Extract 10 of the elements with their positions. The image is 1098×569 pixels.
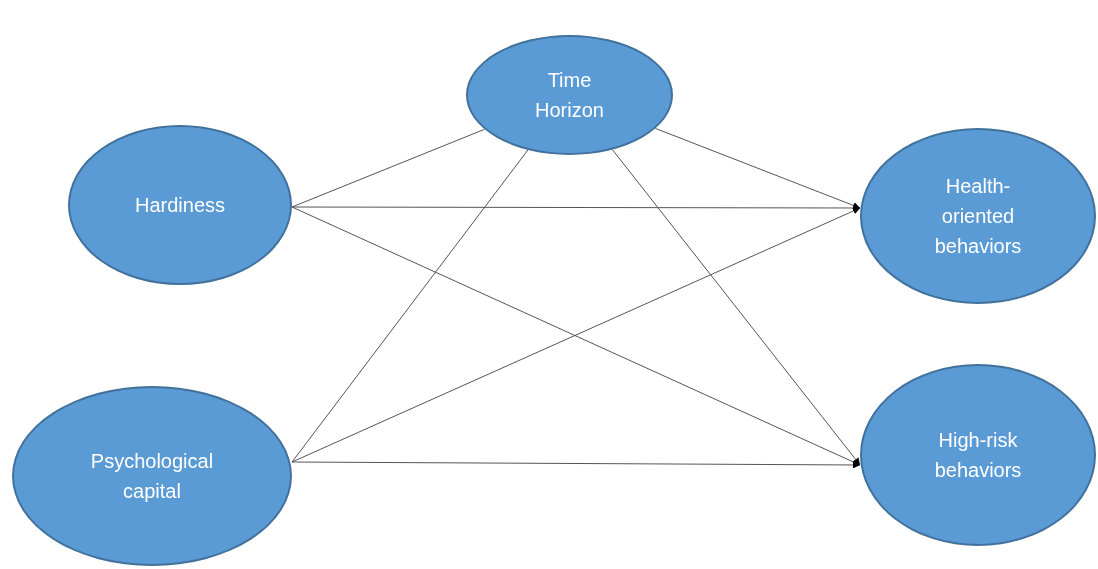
arrow bbox=[654, 127, 861, 209]
connector-line bbox=[291, 128, 486, 208]
node-label: Hardiness bbox=[134, 193, 225, 218]
arrow bbox=[611, 149, 861, 466]
connector-line bbox=[291, 149, 529, 463]
node-label: Time Horizon bbox=[534, 68, 605, 123]
node-label: Health- oriented behaviors bbox=[933, 174, 1023, 259]
arrow bbox=[291, 461, 861, 469]
node-label: High-risk behaviors bbox=[933, 428, 1023, 483]
node-label: Psychological capital bbox=[89, 449, 215, 504]
